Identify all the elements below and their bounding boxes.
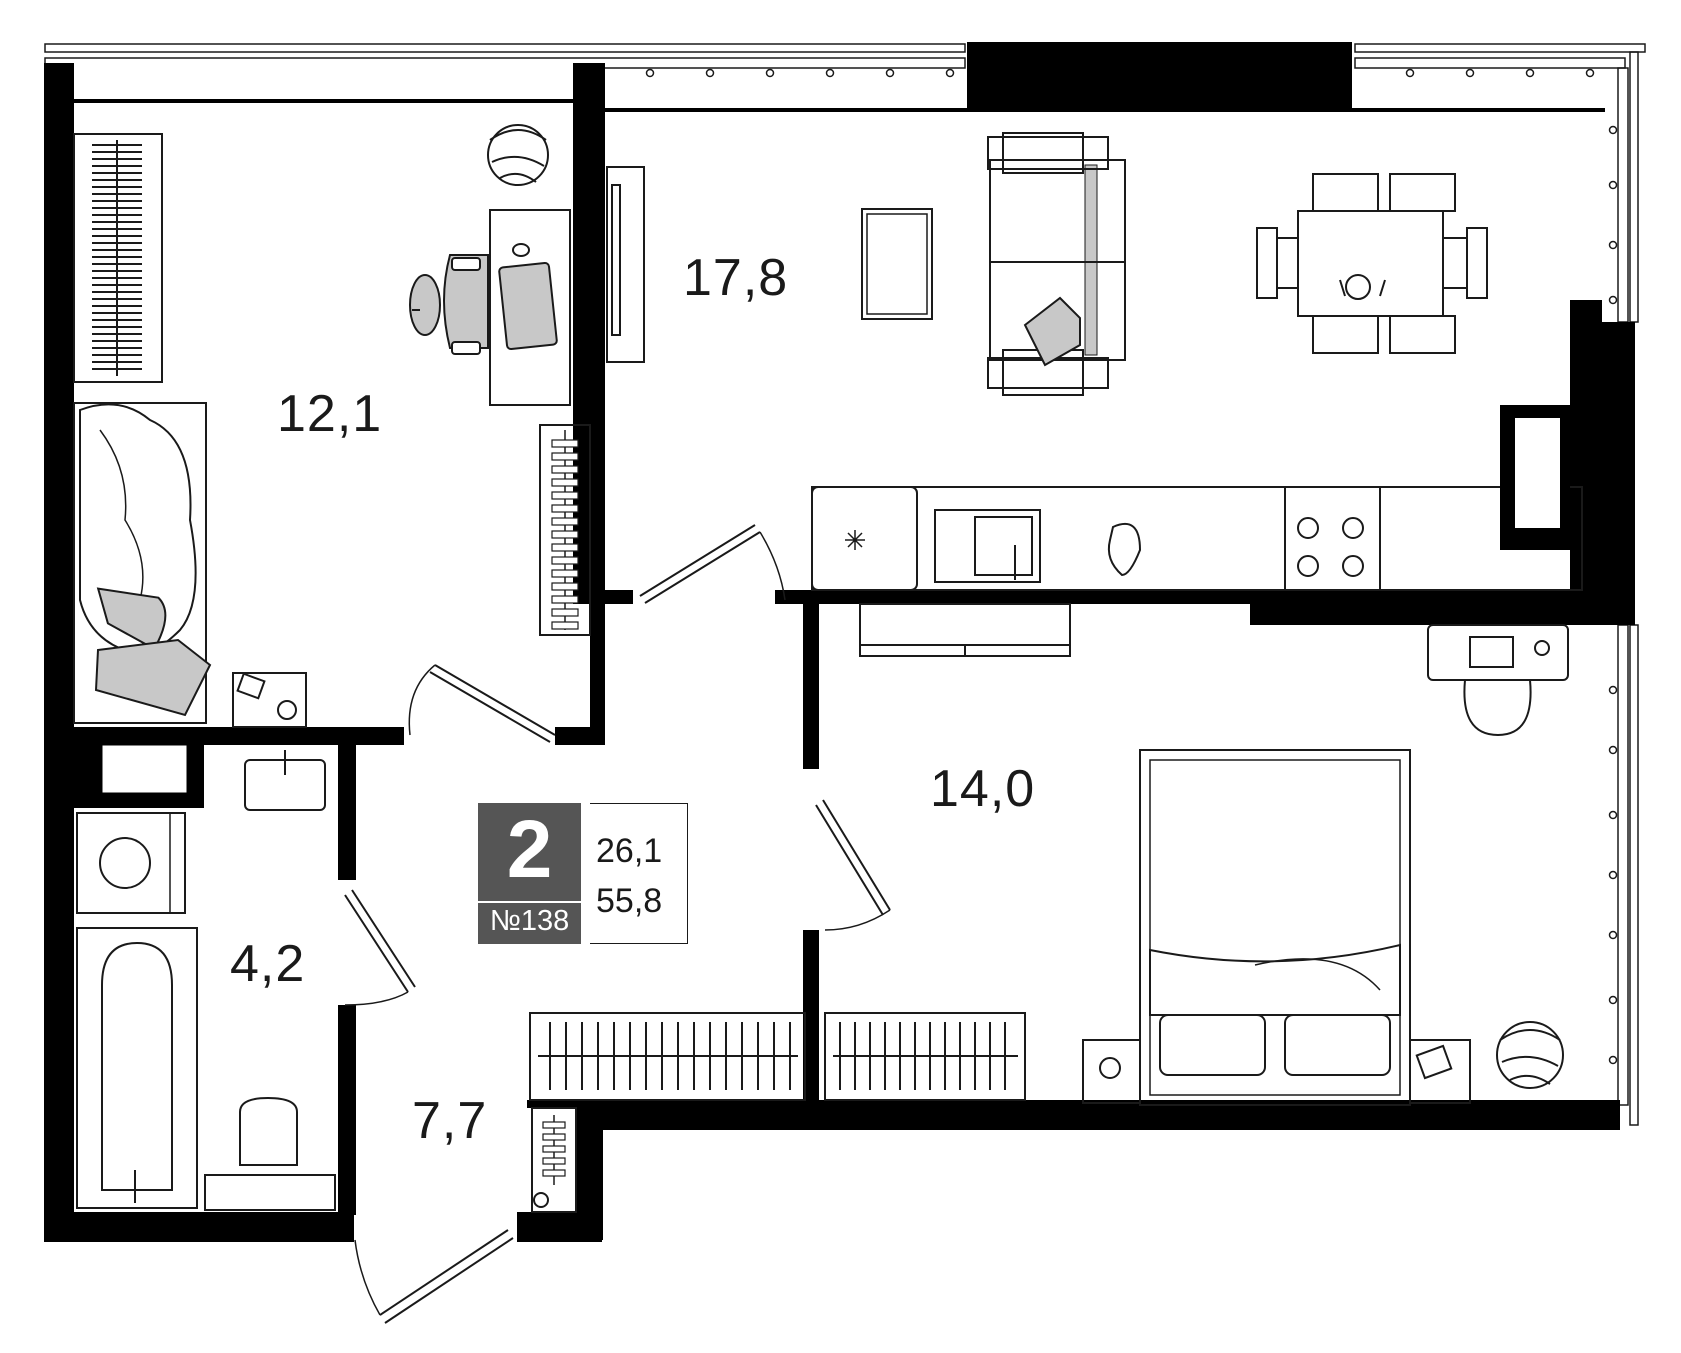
door-bedroom-large	[815, 799, 891, 931]
desk-small-bedroom	[489, 209, 571, 406]
apartment-areas: 26,1 55,8	[590, 803, 688, 944]
room-area-living-kitchen: 17,8	[683, 249, 789, 307]
nightstand-small-bedroom	[232, 672, 307, 728]
badge-divider	[478, 901, 581, 903]
walls	[44, 42, 1635, 1242]
sofa-living	[987, 132, 1126, 396]
bed-large	[1139, 749, 1411, 1106]
living-area-value: 26,1	[596, 832, 663, 870]
radiators-hallway	[529, 1012, 1026, 1101]
apartment-badge: 2 №138	[478, 803, 581, 944]
apartment-number: №138	[489, 905, 570, 937]
wardrobe-small-bedroom	[539, 424, 591, 636]
tv-stand	[606, 166, 645, 363]
door-entry	[354, 1229, 514, 1324]
total-area-value: 55,8	[596, 882, 663, 920]
washing-machine	[76, 812, 186, 914]
door-bathroom	[344, 889, 416, 1006]
closet-hallway	[531, 1107, 577, 1213]
plant-small-bedroom-icon	[487, 124, 549, 186]
room-area-bedroom-large: 14,0	[930, 760, 1036, 818]
desk-large-bedroom	[1427, 624, 1569, 737]
room-area-bedroom-small: 12,1	[277, 385, 383, 443]
sink-bathroom	[244, 750, 326, 811]
wardrobe-large-bedroom	[859, 603, 1071, 657]
nightstands-large-bedroom	[1082, 1039, 1471, 1104]
fridge	[1500, 405, 1570, 550]
toilet	[204, 1096, 336, 1211]
bathtub	[76, 927, 198, 1209]
door-living	[639, 524, 786, 604]
coffee-table	[861, 208, 933, 320]
plant-large-bedroom-icon	[1496, 1021, 1564, 1089]
room-count: 2	[506, 804, 553, 895]
dining-table	[1256, 173, 1488, 354]
room-area-hallway: 7,7	[412, 1092, 488, 1150]
bed-small	[73, 402, 212, 724]
room-area-bathroom: 4,2	[230, 935, 306, 993]
kitchen-counter	[811, 486, 1583, 591]
radiator-small-bedroom	[73, 133, 163, 383]
door-small-bedroom	[408, 664, 556, 743]
office-chair	[409, 254, 489, 355]
